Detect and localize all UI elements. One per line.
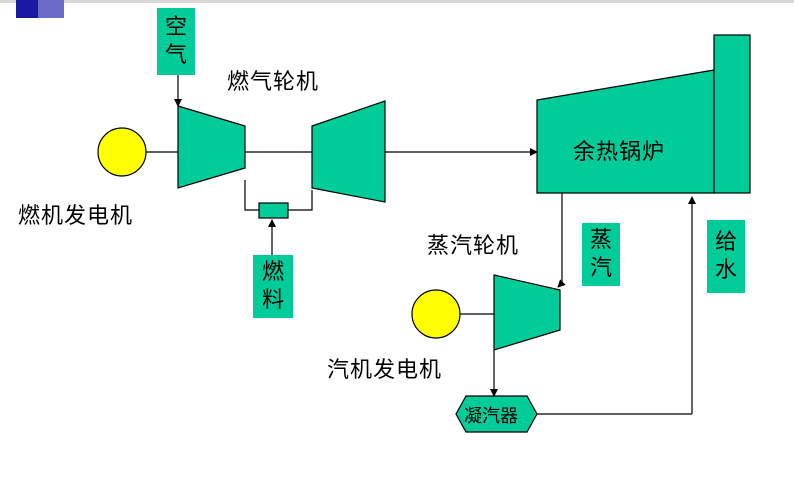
gas-turbine-label: 燃气轮机 xyxy=(227,70,320,95)
combustor-box xyxy=(258,202,289,219)
air-label: 空气 xyxy=(164,14,187,68)
hrsg-stack xyxy=(713,34,751,194)
fuel-label: 燃料 xyxy=(261,259,284,313)
gas-generator-label: 燃机发电机 xyxy=(18,204,134,229)
gas-turbine-shape xyxy=(311,100,386,203)
steam-label-box: 蒸汽 xyxy=(582,223,620,286)
steam-turbine-label: 蒸汽轮机 xyxy=(427,234,520,259)
air-inlet-box: 空气 xyxy=(157,8,195,75)
steam-supply-arrow xyxy=(557,193,566,288)
combustor-to-turbine-line xyxy=(288,190,313,211)
compressor-to-combustor-line xyxy=(244,180,259,211)
steam-label: 蒸汽 xyxy=(589,227,612,281)
corner-accent-fade xyxy=(38,0,64,18)
condenser-shape xyxy=(455,395,538,433)
top-rule xyxy=(0,0,794,3)
compressor-shape xyxy=(177,105,246,189)
feedwater-label-box: 给水 xyxy=(707,220,745,293)
corner-accent-bar xyxy=(16,0,38,18)
fuel-inlet-box: 燃料 xyxy=(253,255,293,318)
condenser-label: 凝汽器 xyxy=(464,406,518,427)
hrsg-body xyxy=(536,69,715,194)
steam-turbine-shape xyxy=(493,274,561,351)
hrsg-label: 余热锅炉 xyxy=(573,140,666,165)
feedwater-label: 给水 xyxy=(714,229,737,283)
steam-turbine-generator-icon xyxy=(411,289,461,339)
steam-generator-label: 汽机发电机 xyxy=(327,358,443,383)
gas-turbine-generator-icon xyxy=(97,127,147,177)
